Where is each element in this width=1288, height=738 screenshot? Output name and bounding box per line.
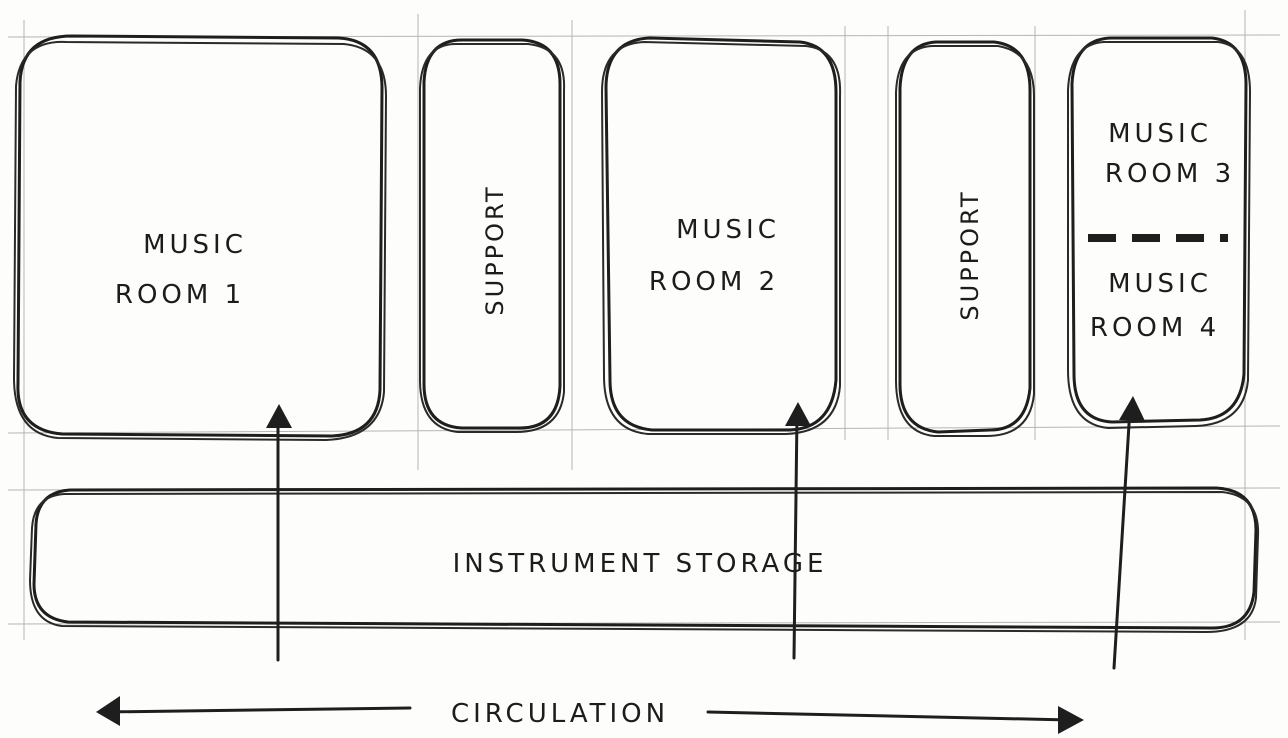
circulation-axis: Circulation (96, 696, 1084, 734)
instrument-storage-label: Instrument Storage (453, 549, 828, 579)
music-room-4-label-line2: Room 4 (1090, 313, 1220, 343)
circulation-label: Circulation (451, 699, 669, 729)
support-room-a: Support (419, 38, 566, 433)
music-room-3-4: Music Room 3 Music Room 4 (1067, 36, 1252, 430)
music-room-3-label-line1: Music (1108, 119, 1212, 149)
arrow-left-icon (96, 696, 120, 726)
support-room-b: Support (895, 40, 1035, 437)
music-room-2-label-line2: Room 2 (649, 267, 779, 297)
music-room-1: Music Room 1 (12, 34, 388, 442)
arrow-up-icon (266, 404, 292, 428)
support-b-label: Support (956, 189, 984, 320)
music-room-2-label-line1: Music (676, 215, 780, 245)
arrow-up-icon (785, 402, 811, 426)
support-a-label: Support (481, 184, 509, 315)
music-room-4-label-line1: Music (1108, 269, 1212, 299)
arrow-right-icon (1058, 706, 1084, 734)
music-room-2: Music Room 2 (600, 36, 842, 435)
access-arrows (266, 396, 1145, 670)
music-room-1-label-line2: Room 1 (115, 280, 245, 310)
music-room-3-label-line2: Room 3 (1105, 159, 1235, 189)
music-room-1-label-line1: Music (143, 230, 247, 260)
arrow-up-icon (1119, 396, 1145, 421)
instrument-storage: Instrument Storage (28, 486, 1260, 634)
